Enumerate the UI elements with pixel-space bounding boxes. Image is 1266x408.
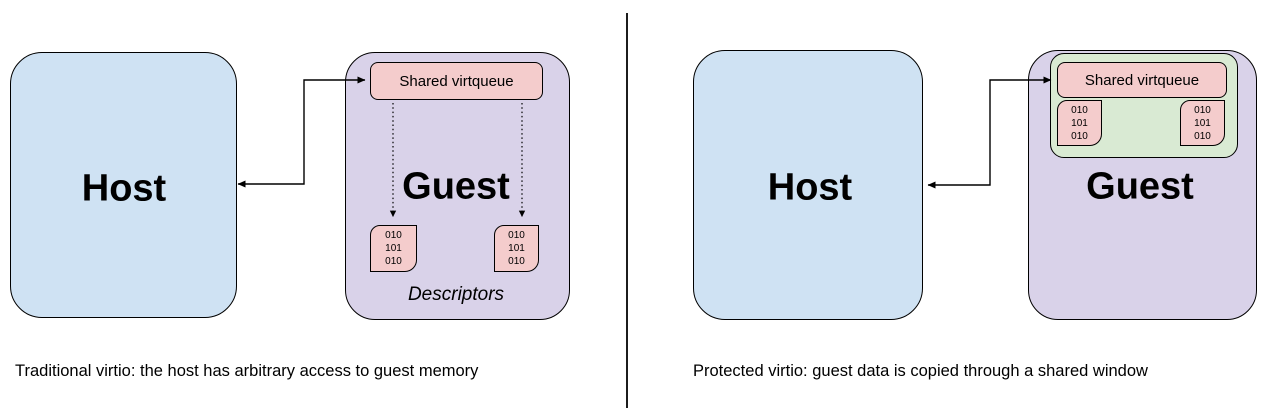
traditional-guest-label: Guest bbox=[402, 165, 510, 208]
traditional-panel-caption: Traditional virtio: the host has arbitra… bbox=[15, 362, 479, 380]
traditional-shared-virtqueue-box: Shared virtqueue bbox=[370, 62, 543, 100]
traditional-descriptor-box-2: 010 101 010 bbox=[494, 225, 539, 272]
protected-host-label: Host bbox=[767, 166, 853, 209]
panel-divider bbox=[626, 13, 628, 408]
traditional-host-box bbox=[10, 52, 237, 318]
protected-guest-label: Guest bbox=[1086, 165, 1194, 208]
descriptors-caption: Descriptors bbox=[407, 284, 505, 305]
protected-panel-caption: Protected virtio: guest data is copied t… bbox=[693, 362, 1148, 380]
traditional-host-label: Host bbox=[81, 167, 167, 210]
protected-host-box bbox=[693, 50, 923, 320]
protected-shared-virtqueue-box: Shared virtqueue bbox=[1057, 62, 1227, 98]
protected-descriptor-box-2: 010 101 010 bbox=[1180, 100, 1225, 146]
traditional-descriptor-box-1: 010 101 010 bbox=[370, 225, 417, 272]
protected-descriptor-box-1: 010 101 010 bbox=[1057, 100, 1102, 146]
